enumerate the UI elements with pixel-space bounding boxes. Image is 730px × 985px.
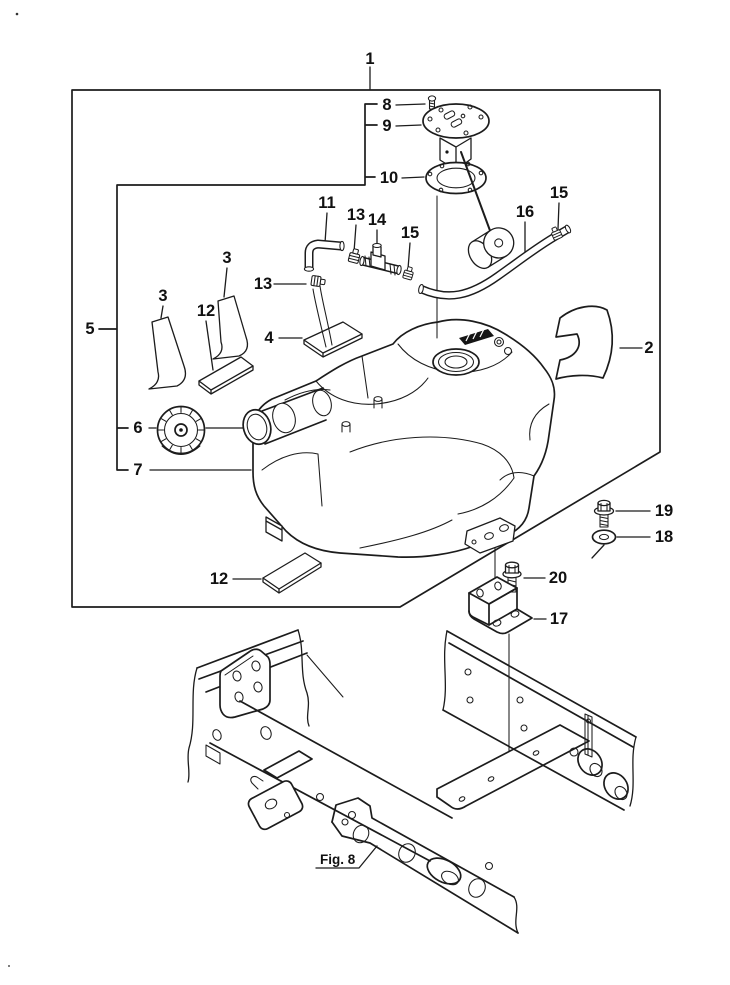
callout-2: 2: [644, 339, 653, 357]
callout-11: 11: [318, 194, 335, 212]
fuel-cap: [156, 405, 206, 456]
figure-reference: Fig. 8: [315, 845, 378, 869]
callout-17: 17: [550, 610, 568, 628]
pad-12-lower: [262, 552, 322, 594]
callout-16: 16: [516, 203, 534, 221]
callout-3: 3: [158, 287, 167, 305]
group-bracket: [98, 103, 378, 471]
callout-1: 1: [365, 50, 374, 68]
callout-12: 12: [197, 302, 215, 320]
pad-4: [303, 321, 363, 358]
callout-7: 7: [133, 461, 142, 479]
callout-15: 15: [401, 224, 419, 242]
pad-3-right: [212, 295, 249, 360]
callout-18: 18: [655, 528, 673, 546]
fuel-sender: [422, 95, 515, 339]
artifact-dot-top: [15, 12, 19, 16]
fuel-tank: [251, 285, 556, 558]
figure-ref-label: Fig. 8: [320, 852, 356, 867]
filler-neck: [242, 387, 332, 446]
callout-8: 8: [382, 96, 391, 114]
callout-19: 19: [655, 502, 673, 520]
callout-13: 13: [254, 275, 272, 293]
callout-15: 15: [550, 184, 568, 202]
callout-14: 14: [368, 211, 387, 229]
callout-5: 5: [85, 320, 94, 338]
callout-3: 3: [222, 249, 231, 267]
clamp-15-left: [402, 265, 416, 281]
washer-18: [591, 529, 617, 545]
callout-9: 9: [382, 117, 391, 135]
clamp-13-hose: [347, 247, 362, 265]
sender-screw: [427, 95, 437, 110]
tee-fitting: [359, 242, 402, 276]
callout-6: 6: [133, 419, 142, 437]
callout-20: 20: [549, 569, 567, 587]
artifact-dot-bottom: [8, 965, 10, 967]
cover-pad-2: [555, 305, 614, 380]
mount-hardware: [468, 499, 617, 635]
callout-10: 10: [380, 169, 398, 187]
callout-4: 4: [264, 329, 274, 347]
callout-12: 12: [210, 570, 228, 588]
sender-float: [467, 227, 515, 270]
chassis-frame: [187, 629, 637, 934]
tank-nipple: [341, 396, 383, 433]
assembly-border: [71, 66, 661, 608]
callout-13: 13: [347, 206, 365, 224]
clamp-13-vent: [310, 274, 327, 288]
bolt-20: [502, 561, 522, 593]
hoses-and-fittings: [303, 224, 572, 300]
pad-12-upper: [198, 356, 254, 395]
bracket-17: [468, 576, 533, 635]
leader-lines: [148, 103, 651, 778]
pad-3-left: [148, 316, 187, 390]
bolt-19: [593, 499, 615, 528]
